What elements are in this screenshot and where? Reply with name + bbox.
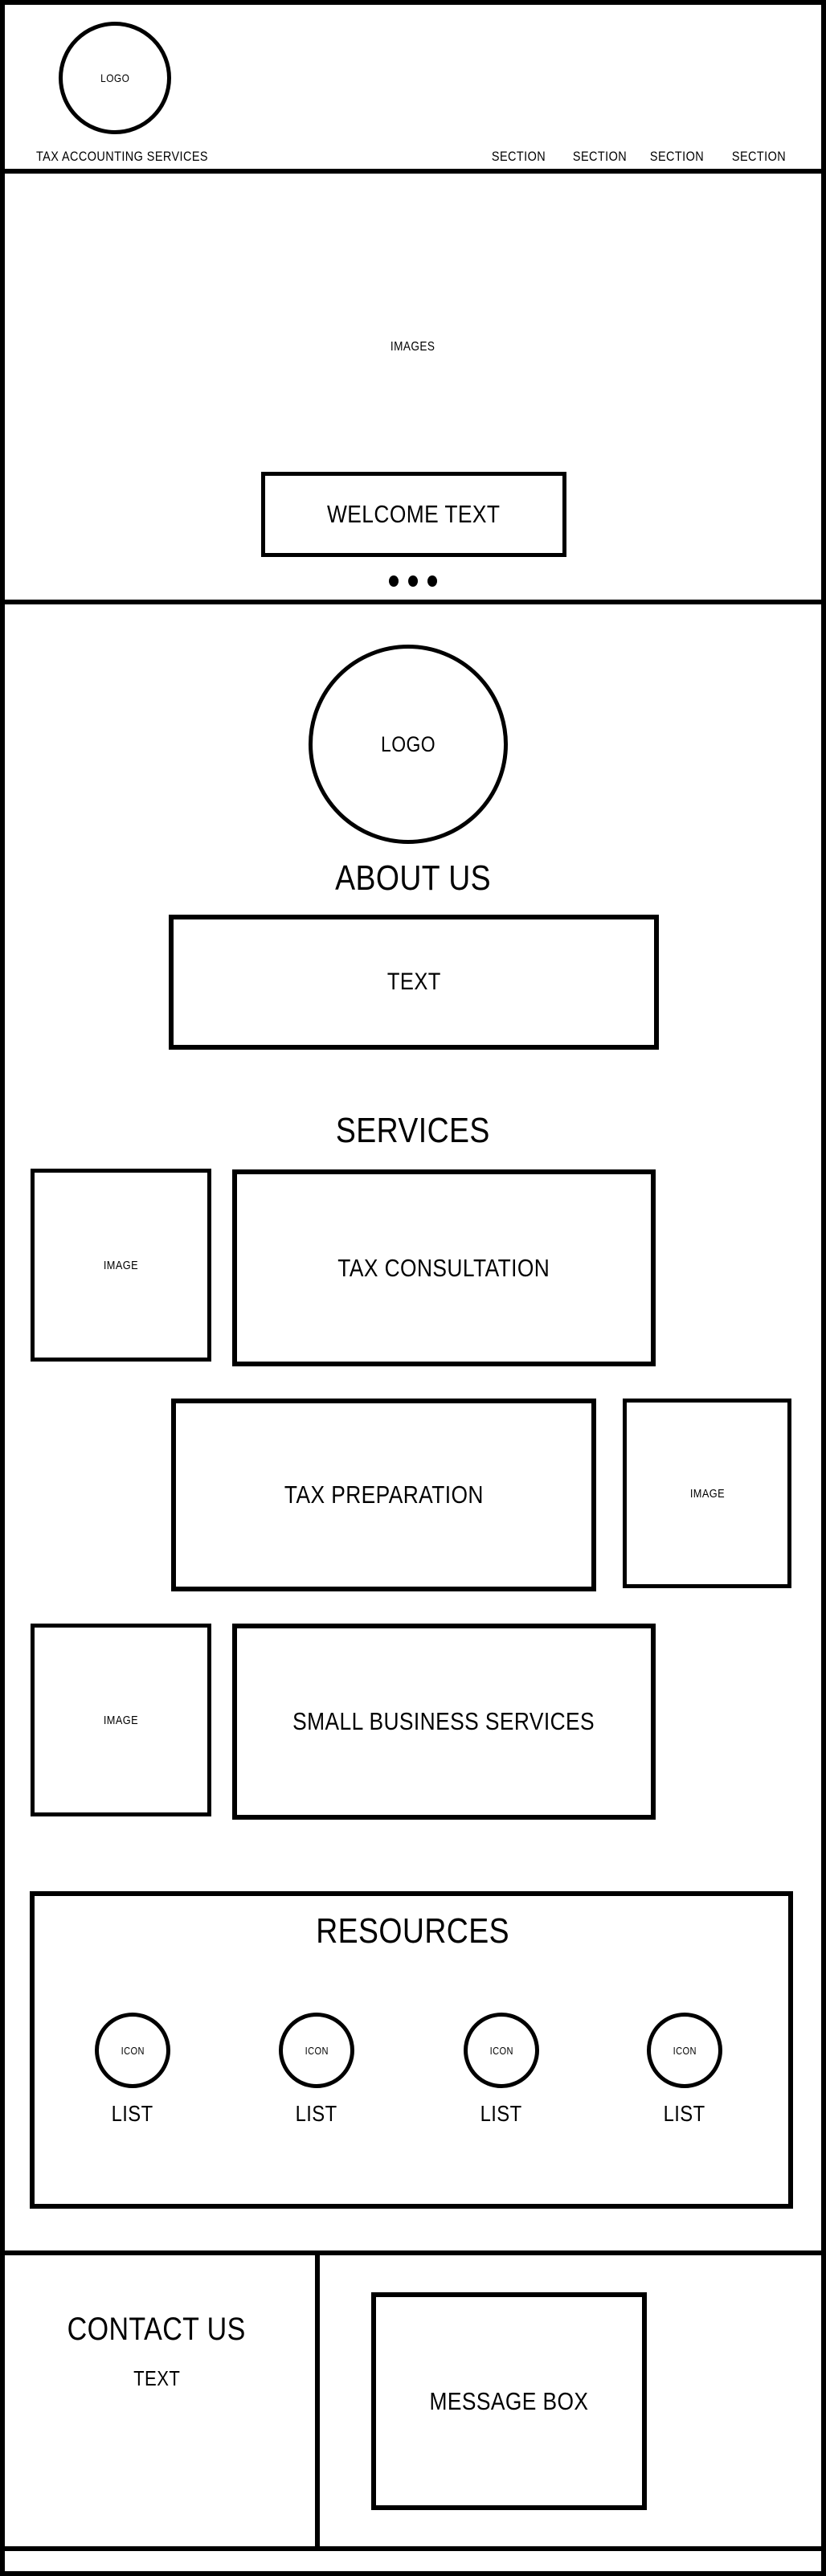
resource-list-2[interactable]: LIST [296,2101,337,2126]
about-logo-label: LOGO [380,731,436,756]
footer-column-divider [315,2255,320,2546]
carousel-dot-1[interactable] [389,575,399,587]
about-text-box: TEXT [169,915,659,1050]
service-card-small-business-services: SMALL BUSINESS SERVICES [232,1624,656,1820]
nav-section-1[interactable]: SECTION [492,149,546,164]
nav-section-2[interactable]: SECTION [573,149,628,164]
carousel-dot-3[interactable] [427,575,437,587]
resource-icon-1[interactable]: ICON [95,2013,170,2088]
header-logo[interactable]: LOGO [59,22,171,134]
service-card-tax-consultation: TAX CONSULTATION [232,1169,656,1366]
resources-panel [30,1891,793,2209]
service-3-image-placeholder: IMAGE [31,1624,211,1816]
resource-icon-3[interactable]: ICON [464,2013,539,2088]
header-logo-label: LOGO [100,72,130,84]
resource-list-3[interactable]: LIST [480,2101,522,2126]
resources-heading: RESOURCES [316,1911,510,1951]
service-1-image-placeholder: IMAGE [31,1169,211,1362]
contact-text-placeholder: TEXT [133,2366,181,2390]
services-heading: SERVICES [336,1111,490,1150]
message-box[interactable]: MESSAGE BOX [371,2292,647,2510]
resource-icon-4[interactable]: ICON [647,2013,722,2088]
about-heading: ABOUT US [335,858,491,898]
carousel-dots [0,575,826,587]
carousel-dot-2[interactable] [408,575,418,587]
contact-heading: CONTACT US [67,2312,247,2347]
site-title: TAX ACCOUNTING SERVICES [36,149,208,164]
footer-top-divider [0,2250,826,2255]
about-logo: LOGO [309,645,508,844]
welcome-text-box: WELCOME TEXT [261,472,566,557]
section-divider [0,600,826,604]
nav-section-3[interactable]: SECTION [650,149,705,164]
service-card-tax-preparation: TAX PREPARATION [171,1399,596,1591]
header-divider [0,169,826,174]
service-2-image-placeholder: IMAGE [623,1399,791,1588]
nav-section-4[interactable]: SECTION [732,149,787,164]
resource-icon-2[interactable]: ICON [279,2013,354,2088]
footer-bottom-divider [0,2546,826,2551]
hero-image-placeholder: IMAGES [391,340,435,354]
resource-list-1[interactable]: LIST [112,2101,153,2126]
resource-list-4[interactable]: LIST [664,2101,705,2126]
